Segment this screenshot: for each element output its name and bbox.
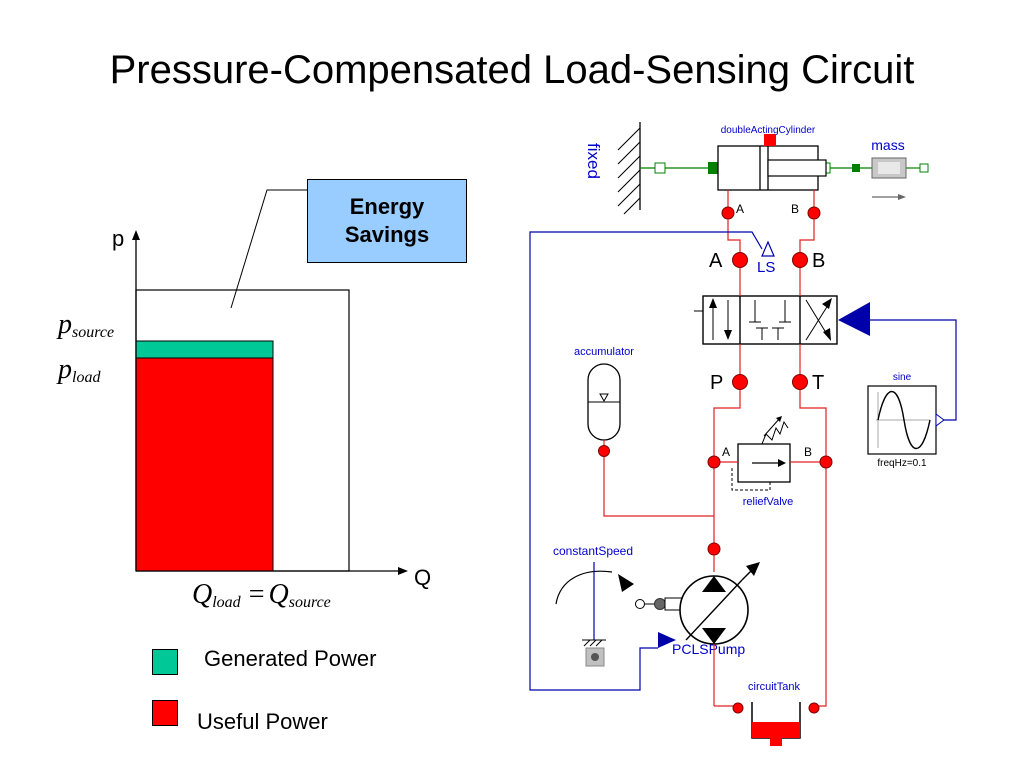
generated-power-area bbox=[135, 340, 274, 359]
accumulator-port bbox=[598, 445, 610, 457]
y-axis-arrow bbox=[132, 230, 140, 240]
valve-port-a bbox=[732, 252, 748, 268]
relief-valve-label: reliefValve bbox=[743, 496, 794, 508]
fixed-flange bbox=[654, 162, 666, 174]
ls-label: LS bbox=[757, 259, 775, 276]
tank-label: circuitTank bbox=[748, 681, 800, 693]
relief-valve bbox=[720, 416, 820, 491]
relief-port-b-label: B bbox=[804, 445, 812, 459]
energy-savings-line1: Energy bbox=[349, 194, 425, 219]
pump-shaft-flange bbox=[654, 598, 666, 610]
mass-highlight bbox=[878, 162, 900, 174]
tank-port-t bbox=[792, 374, 808, 390]
double-acting-cylinder bbox=[717, 134, 827, 191]
cylinder-top-port bbox=[764, 134, 776, 146]
useful-power-swatch bbox=[152, 700, 178, 726]
mass-label: mass bbox=[871, 137, 904, 153]
pressure-port-p bbox=[732, 374, 748, 390]
ls-port bbox=[761, 240, 775, 257]
useful-power-area bbox=[135, 357, 274, 572]
relief-port-a-label: A bbox=[722, 445, 730, 459]
cylinder-port-a bbox=[721, 206, 735, 220]
valve-port-b-label: B bbox=[812, 250, 825, 272]
relief-port-b bbox=[819, 455, 833, 469]
x-axis-label: Q bbox=[414, 565, 431, 590]
p-load-label: pload bbox=[56, 354, 101, 386]
valve-port-a-label: A bbox=[709, 250, 723, 272]
ls-signal-line bbox=[529, 231, 763, 691]
sine-signal-line bbox=[870, 319, 957, 421]
savings-callout-line bbox=[230, 189, 307, 309]
sine-source bbox=[867, 385, 945, 455]
constant-speed-label: constantSpeed bbox=[553, 544, 633, 558]
fixed-ground bbox=[617, 122, 641, 215]
generated-power-label: Generated Power bbox=[204, 646, 377, 671]
pclspump bbox=[658, 562, 760, 648]
useful-power-label: Useful Power bbox=[197, 709, 328, 734]
circuit-tank bbox=[751, 702, 801, 746]
valve-actuator bbox=[838, 302, 870, 336]
valve-port-b bbox=[792, 252, 808, 268]
y-axis-label: p bbox=[112, 226, 124, 251]
power-chart: p Q psource pload Qload=Qsource bbox=[56, 189, 431, 611]
mass-flange-a bbox=[852, 164, 860, 172]
cylinder-port-b-label: B bbox=[791, 202, 799, 216]
page-title: Pressure-Compensated Load-Sensing Circui… bbox=[109, 48, 915, 92]
cylinder-flange-a bbox=[708, 162, 720, 174]
generated-power-swatch bbox=[152, 649, 178, 675]
cylinder-port-a-label: A bbox=[736, 202, 744, 216]
mass-flange-b bbox=[919, 163, 929, 173]
pressure-port-label: P bbox=[710, 372, 723, 394]
pump-outlet-port bbox=[707, 542, 721, 556]
cylinder-label: doubleActingCylinder bbox=[721, 125, 816, 136]
sine-label: sine bbox=[893, 372, 912, 383]
x-axis-arrow bbox=[398, 567, 408, 575]
q-equation: Qload=Qsource bbox=[192, 579, 331, 611]
cylinder-port-b bbox=[807, 206, 821, 220]
tank-port-1 bbox=[732, 702, 744, 714]
p-source-label: psource bbox=[56, 309, 114, 341]
energy-savings-line2: Savings bbox=[344, 222, 430, 247]
tank-port-label: T bbox=[812, 372, 824, 394]
hydraulic-circuit: fixed doubleActingCylinder mass A B bbox=[529, 122, 957, 746]
fixed-label: fixed bbox=[584, 143, 603, 179]
accumulator bbox=[587, 363, 621, 441]
sine-frequency: freqHz=0.1 bbox=[877, 458, 927, 469]
relief-port-a bbox=[707, 455, 721, 469]
accumulator-label: accumulator bbox=[574, 346, 634, 358]
pump-label: PCLSPump bbox=[672, 641, 745, 657]
mass-arrow-head bbox=[898, 194, 906, 200]
directional-valve bbox=[694, 295, 870, 345]
constant-speed-source bbox=[555, 562, 645, 667]
energy-savings-box: Energy Savings bbox=[307, 179, 467, 263]
tank-port-2 bbox=[808, 702, 820, 714]
